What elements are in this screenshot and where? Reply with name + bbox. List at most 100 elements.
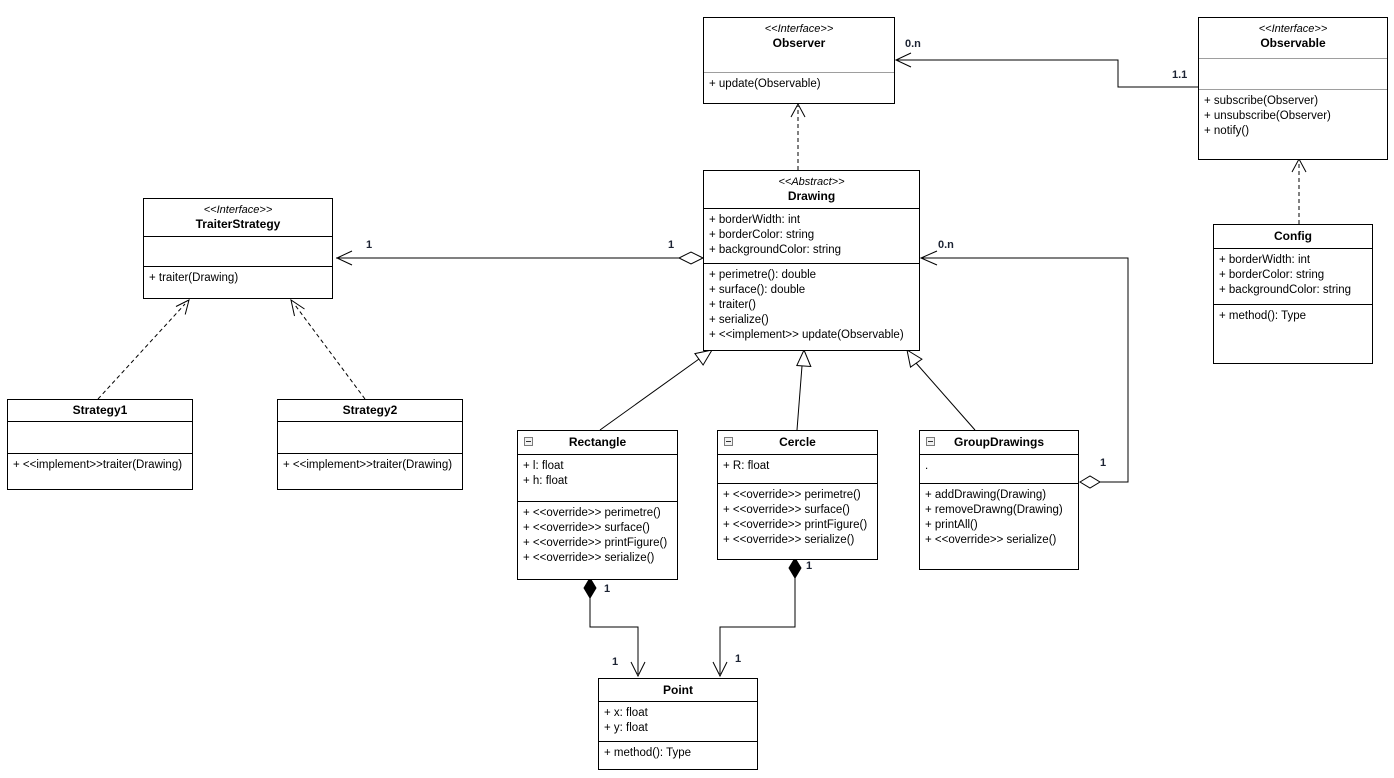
edge-observable-observer-association	[894, 52, 1198, 88]
multiplicity-label-point-right-end: 1	[735, 653, 742, 665]
stereotype: <<Abstract>>	[778, 176, 845, 188]
method: + subscribe(Observer)	[1204, 95, 1319, 107]
class-name: Rectangle	[568, 435, 627, 449]
class-name: GroupDrawings	[953, 435, 1044, 449]
attribute: + h: float	[523, 475, 568, 487]
class-name: Strategy1	[72, 403, 128, 417]
class-groupdrawings[interactable]: GroupDrawings . + addDrawing(Drawing) + …	[919, 430, 1079, 570]
class-observer-header: <<Interface>> Observer	[704, 18, 894, 72]
methods-section: + perimetre(): double + surface(): doubl…	[704, 263, 919, 350]
attributes-section	[144, 236, 332, 266]
attribute: + backgroundColor: string	[1219, 284, 1352, 296]
attribute: + y: float	[604, 722, 648, 734]
method: + printAll()	[925, 519, 978, 531]
method: + traiter()	[709, 299, 756, 311]
edge-groupdrawings-drawing-aggregation	[919, 250, 1129, 489]
method: + <<implement>>traiter(Drawing)	[13, 459, 183, 471]
method: + method(): Type	[1219, 310, 1307, 322]
minus-glyph	[526, 441, 531, 442]
class-groupdrawings-header: GroupDrawings	[920, 431, 1078, 454]
methods-section: + <<implement>>traiter(Drawing)	[8, 453, 192, 489]
methods-section: + addDrawing(Drawing) + removeDrawng(Dra…	[920, 483, 1078, 569]
methods-section: + method(): Type	[1214, 304, 1372, 363]
methods-section: + traiter(Drawing)	[144, 266, 332, 298]
stereotype: <<Interface>>	[203, 204, 273, 216]
attribute: + l: float	[523, 460, 564, 472]
class-cercle-header: Cercle	[718, 431, 877, 454]
class-name: TraiterStrategy	[195, 217, 281, 231]
attributes-section: + R: float	[718, 454, 877, 483]
edge-config-observable-realization	[1291, 157, 1307, 224]
methods-section: + update(Observable)	[704, 72, 894, 103]
multiplicity-label-traiterstrategy-end: 1	[366, 239, 373, 251]
collapse-icon[interactable]	[524, 437, 533, 446]
class-traiterstrategy-header: <<Interface>> TraiterStrategy	[144, 199, 332, 236]
attribute: + borderWidth: int	[709, 214, 801, 226]
class-observer[interactable]: <<Interface>> Observer + update(Observab…	[703, 17, 895, 104]
method: + <<override>> perimetre()	[723, 489, 861, 501]
class-observable[interactable]: <<Interface>> Observable + subscribe(Obs…	[1198, 17, 1388, 160]
method: + removeDrawng(Drawing)	[925, 504, 1063, 516]
class-name: Cercle	[779, 435, 816, 449]
multiplicity-label-cercle-diamond: 1	[806, 560, 813, 572]
attribute: + R: float	[723, 460, 770, 472]
methods-section: + <<implement>>traiter(Drawing)	[278, 453, 462, 489]
method: + unsubscribe(Observer)	[1204, 110, 1331, 122]
attribute: + x: float	[604, 707, 648, 719]
attributes-section	[1199, 58, 1387, 89]
edge-rectangle-point-composition	[583, 577, 646, 678]
method: + <<override>> serialize()	[925, 534, 1057, 546]
edge-groupdrawings-drawing-generalization	[906, 348, 976, 431]
class-name: Observer	[772, 36, 826, 50]
multiplicity-label-drawing-diamond-end: 1	[668, 239, 675, 251]
edge-drawing-traiterstrategy-aggregation	[335, 250, 705, 266]
class-strategy1-header: Strategy1	[8, 400, 192, 421]
class-strategy1[interactable]: Strategy1 + <<implement>>traiter(Drawing…	[7, 399, 193, 490]
attribute: + borderWidth: int	[1219, 254, 1311, 266]
collapse-icon[interactable]	[724, 437, 733, 446]
class-point-header: Point	[599, 679, 757, 701]
class-name: Config	[1274, 229, 1312, 243]
class-traiterstrategy[interactable]: <<Interface>> TraiterStrategy + traiter(…	[143, 198, 333, 299]
class-name: Drawing	[787, 189, 836, 203]
collapse-icon[interactable]	[926, 437, 935, 446]
attribute: .	[925, 460, 929, 472]
class-config[interactable]: Config + borderWidth: int + borderColor:…	[1213, 224, 1373, 364]
class-name: Point	[663, 683, 693, 697]
method: + <<override>> printFigure()	[523, 537, 668, 549]
attributes-section: .	[920, 454, 1078, 483]
attributes-section: + x: float + y: float	[599, 701, 757, 741]
class-point[interactable]: Point + x: float + y: float + method(): …	[598, 678, 758, 770]
methods-section: + subscribe(Observer) + unsubscribe(Obse…	[1199, 89, 1387, 159]
attributes-section	[8, 421, 192, 453]
minus-glyph	[726, 441, 731, 442]
class-drawing[interactable]: <<Abstract>> Drawing + borderWidth: int …	[703, 170, 920, 351]
method: + <<override>> serialize()	[723, 534, 855, 546]
class-rectangle[interactable]: Rectangle + l: float + h: float + <<over…	[517, 430, 678, 580]
class-cercle[interactable]: Cercle + R: float + <<override>> perimet…	[717, 430, 878, 560]
class-strategy2[interactable]: Strategy2 + <<implement>>traiter(Drawing…	[277, 399, 463, 490]
class-rectangle-header: Rectangle	[518, 431, 677, 454]
edge-strategy1-traiterstrategy-realization	[97, 299, 190, 400]
edge-cercle-drawing-generalization	[796, 348, 812, 431]
attributes-section: + borderWidth: int + borderColor: string…	[704, 208, 919, 263]
multiplicity-label-drawing-right-end: 0.n	[938, 239, 954, 251]
method: + serialize()	[709, 314, 769, 326]
edge-drawing-observer-realization	[790, 102, 806, 170]
method: + addDrawing(Drawing)	[925, 489, 1047, 501]
class-observable-header: <<Interface>> Observable	[1199, 18, 1387, 58]
edge-rectangle-drawing-generalization	[599, 349, 714, 431]
multiplicity-label-rectangle-diamond: 1	[604, 583, 611, 595]
attributes-section: + borderWidth: int + borderColor: string…	[1214, 248, 1372, 304]
multiplicity-label-observable-end: 1.1	[1172, 69, 1188, 81]
attributes-section	[278, 421, 462, 453]
class-config-header: Config	[1214, 225, 1372, 248]
method: + <<override>> perimetre()	[523, 507, 661, 519]
class-name: Strategy2	[342, 403, 398, 417]
attribute: + backgroundColor: string	[709, 244, 842, 256]
method: + <<override>> surface()	[523, 522, 650, 534]
methods-section: + <<override>> perimetre() + <<override>…	[718, 483, 877, 559]
class-drawing-header: <<Abstract>> Drawing	[704, 171, 919, 208]
